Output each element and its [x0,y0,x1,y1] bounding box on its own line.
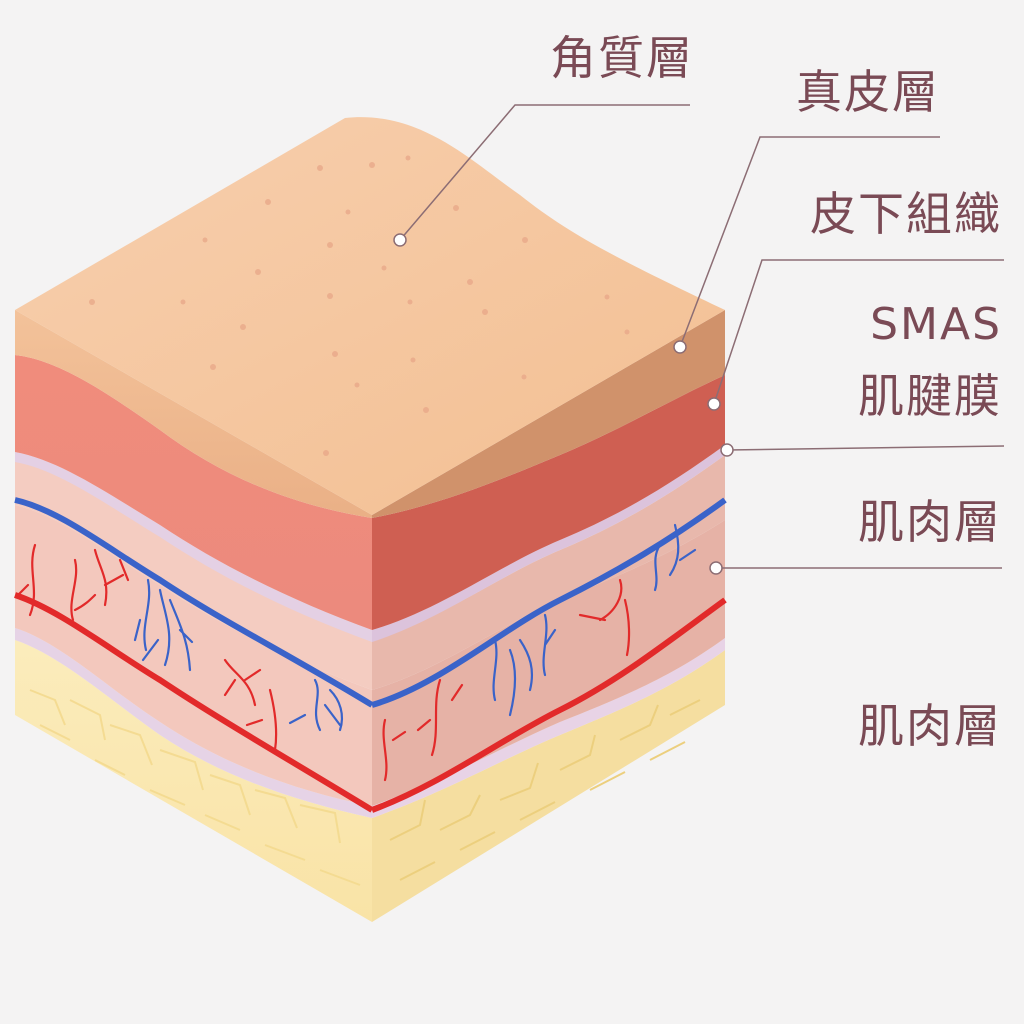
fat-cells-front [29,689,361,886]
upper-membrane-side [372,445,725,642]
label-muscle-layer-upper: 肌肉層 [858,495,1002,549]
vein-front [14,497,374,708]
label-smas-line2: 肌腱膜 [858,369,1002,423]
dermis-layer-side [372,375,725,630]
label-subcutaneous-tissue: 皮下組織 [810,187,1002,241]
artery-side [370,597,727,813]
muscle-layer-side [372,520,725,806]
leader-dots [393,233,734,575]
epidermis-layer-side [372,310,725,518]
smas-layer-front [15,460,372,690]
label-muscle-layer-lower: 肌肉層 [858,699,1002,753]
label-stratum-corneum: 角質層 [550,31,694,85]
lower-membrane-side [372,638,725,818]
label-dermis: 真皮層 [796,65,940,119]
artery-front [14,592,374,813]
capillaries-front [16,543,344,752]
vein-side [371,497,727,708]
fat-cells-side [389,699,701,881]
skin-pores [89,155,630,456]
dermis-layer-front [15,355,372,630]
capillaries-side [382,523,697,782]
leader-lines [399,104,1005,569]
epidermis-layer-front [15,310,372,518]
skin-top-surface [15,117,725,515]
label-smas-line1: SMAS [870,299,1002,350]
lower-membrane-front [15,628,372,818]
smas-layer-side [372,455,725,690]
upper-membrane-front [15,452,372,642]
fat-layer-side [372,650,725,922]
